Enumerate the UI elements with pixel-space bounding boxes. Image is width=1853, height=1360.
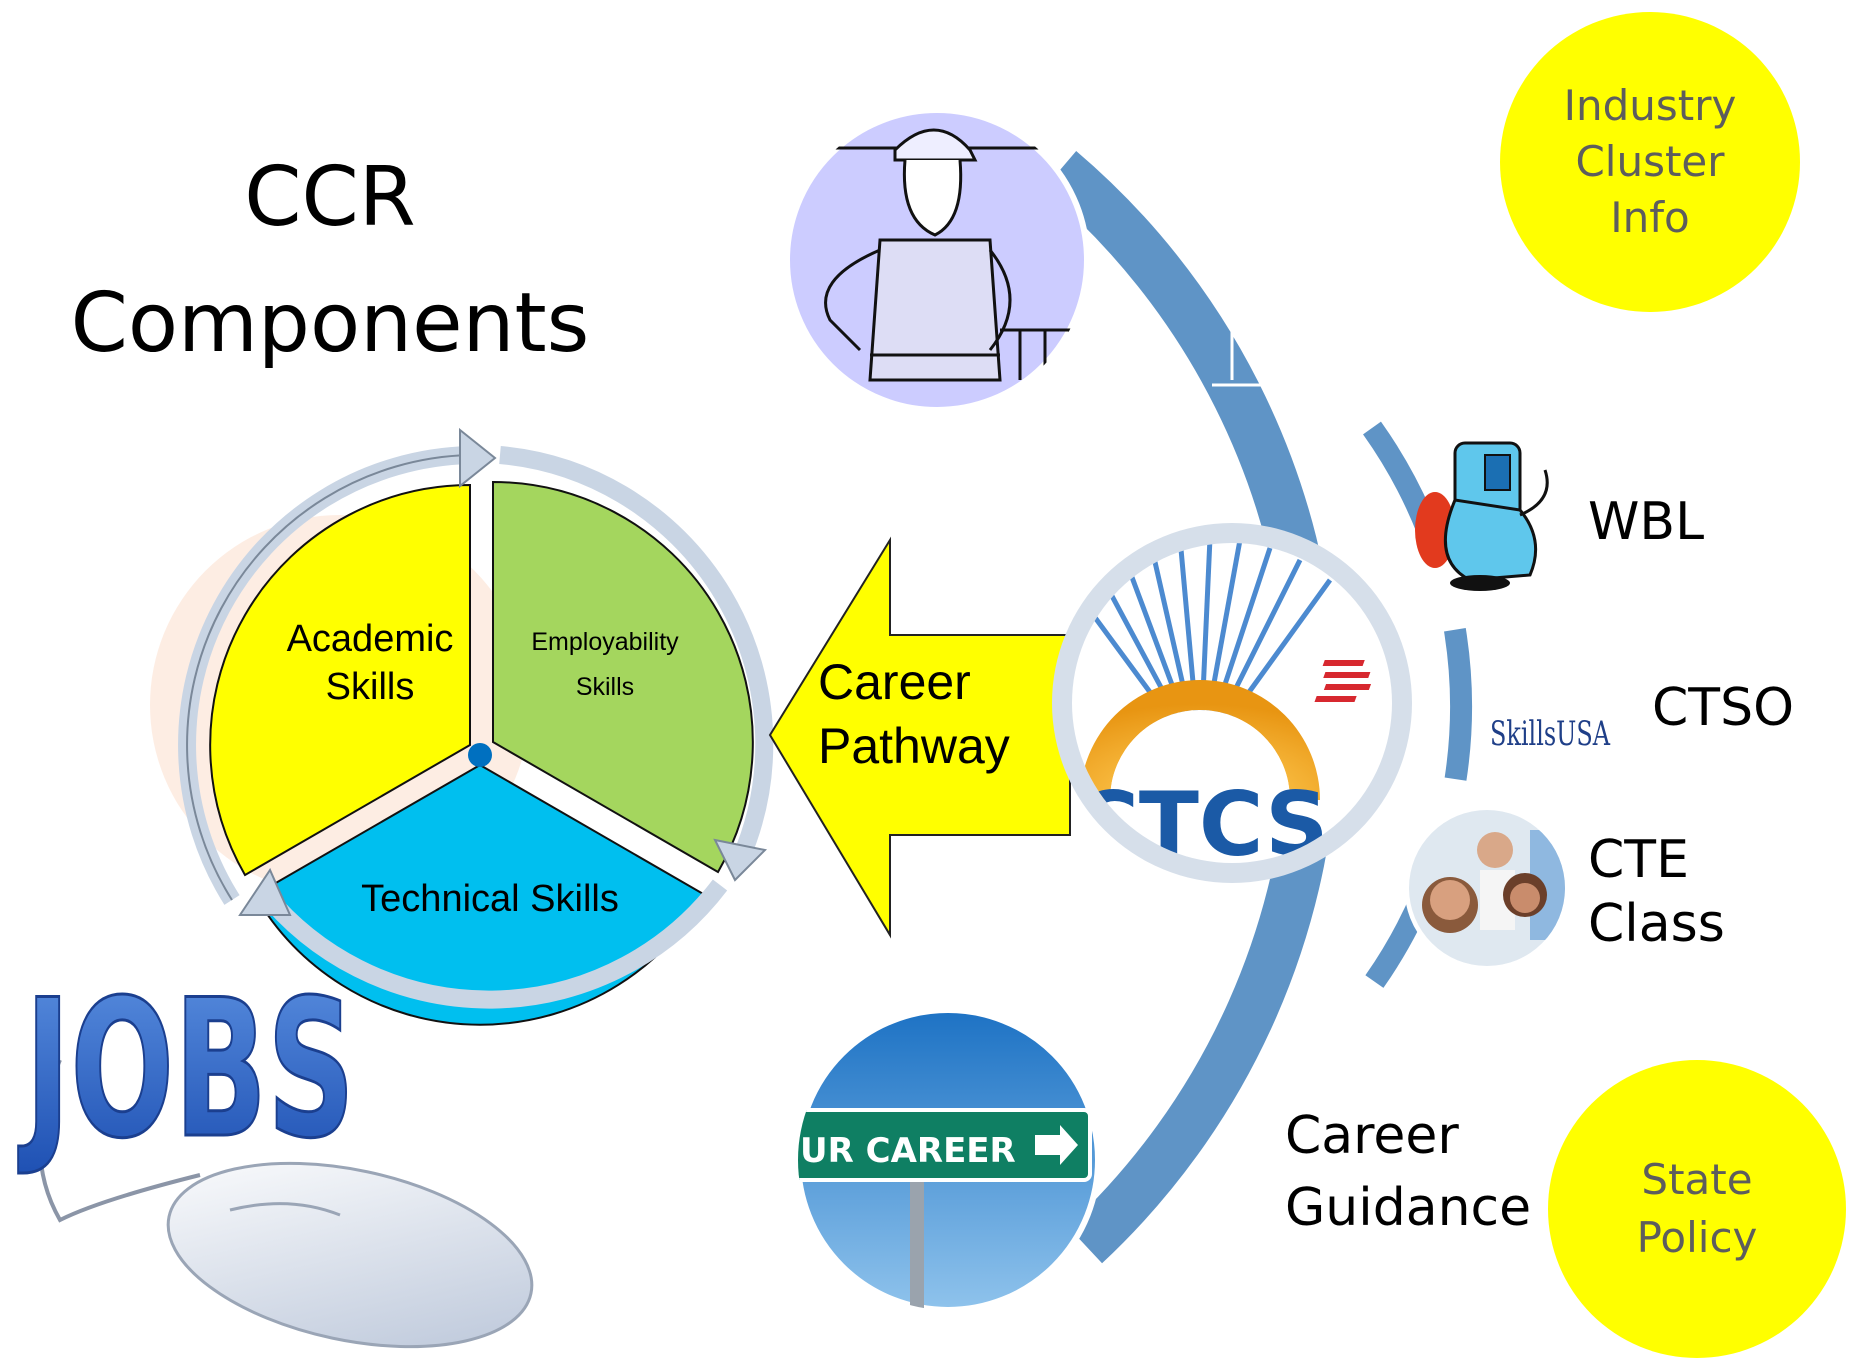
career-pathway-label: Career Pathway xyxy=(818,650,1010,778)
skills-cycle xyxy=(178,427,774,1026)
ctso-label: CTSO xyxy=(1652,678,1795,738)
career-pathway-line-2: Pathway xyxy=(818,718,1010,774)
employability-segment xyxy=(492,480,754,874)
title-line-1: CCR xyxy=(244,150,416,245)
cte-line-1: CTE xyxy=(1588,830,1689,890)
jobs-mouse-graphic: JOBS xyxy=(16,958,534,1349)
career-guidance-line-1: Career xyxy=(1285,1106,1459,1166)
policy-line-1: State xyxy=(1641,1155,1753,1204)
academic-line-2: Skills xyxy=(325,666,415,708)
road-sign-text: UR CAREER xyxy=(800,1131,1016,1171)
academic-line-1: Academic xyxy=(286,618,454,660)
academic-segment xyxy=(209,483,471,877)
skillsusa-logo-text: SkillsUSA xyxy=(1490,714,1610,754)
career-pathway-line-1: Career xyxy=(818,654,971,710)
industry-cluster-info-circle: Industry Cluster Info xyxy=(1500,12,1800,312)
cte-class-photo xyxy=(1404,805,1570,971)
employability-line-2: Skills xyxy=(575,673,635,701)
career-sign-illustration: UR CAREER xyxy=(795,1007,1101,1313)
employability-line-1: Employability xyxy=(531,628,679,656)
welder-icon xyxy=(1415,441,1549,591)
page-title: CCR Components xyxy=(40,135,620,387)
worker-illustration xyxy=(784,107,1090,413)
state-policy-circle: State Policy xyxy=(1548,1060,1846,1358)
academic-skills-label: Academic Skills xyxy=(270,615,470,711)
employability-skills-label: Employability Skills xyxy=(515,620,695,710)
industry-line-2: Cluster xyxy=(1575,137,1725,186)
industry-line-3: Info xyxy=(1610,193,1690,242)
policy-line-2: Policy xyxy=(1636,1213,1758,1262)
jobs-text: JOBS xyxy=(18,959,355,1180)
title-line-2: Components xyxy=(70,276,590,371)
cte-class-label: CTE Class xyxy=(1588,828,1725,956)
skillsusa-logo: SkillsUSA xyxy=(1314,660,1610,754)
wbl-label: WBL xyxy=(1588,492,1705,552)
career-guidance-label: Career Guidance xyxy=(1285,1100,1531,1244)
technical-skills-label: Technical Skills xyxy=(361,878,619,920)
cte-line-2: Class xyxy=(1588,894,1725,954)
industry-line-1: Industry xyxy=(1563,81,1737,130)
career-guidance-line-2: Guidance xyxy=(1285,1178,1532,1238)
